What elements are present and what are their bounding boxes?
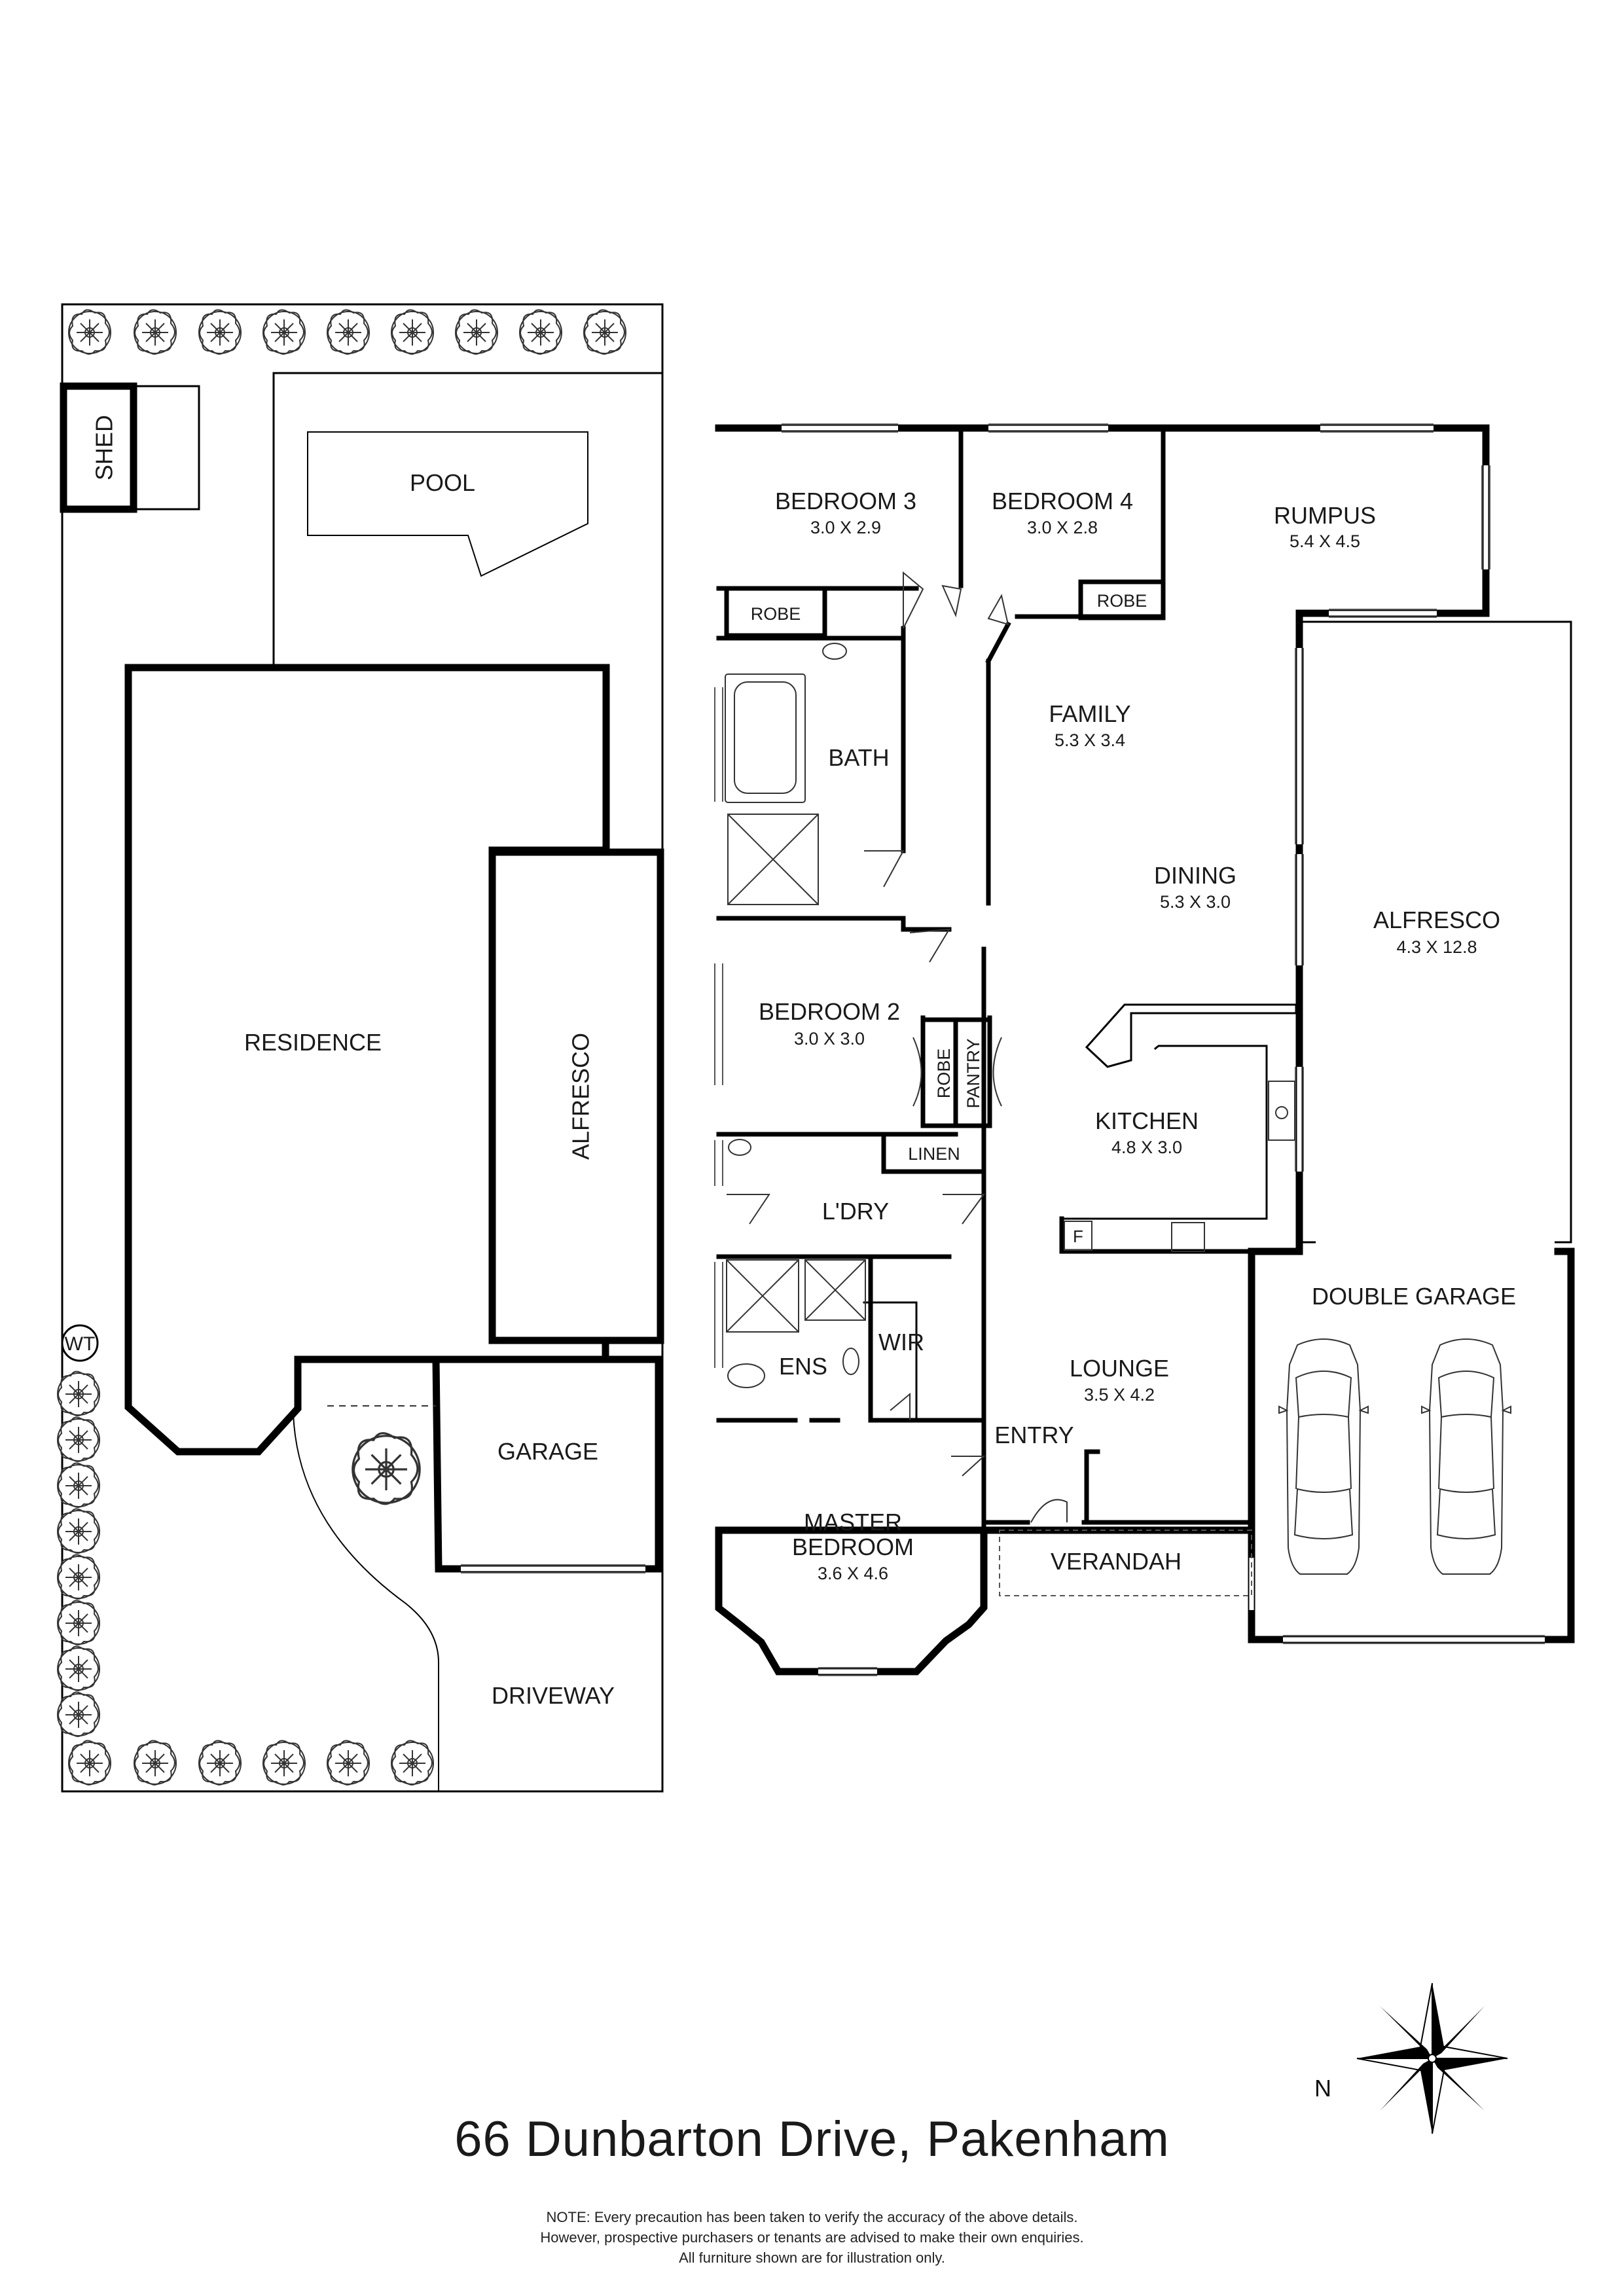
robe-bedroom3-box: [724, 586, 827, 638]
compass-north-label: N: [1314, 2075, 1331, 2102]
ensuite-shower-2-cross: [804, 1259, 866, 1321]
robe-bedroom3-label: ROBE: [751, 604, 801, 624]
kitchen-dims: 4.8 X 3.0: [1111, 1138, 1182, 1157]
master-name-line1: MASTER: [804, 1509, 902, 1535]
bath-shower: [727, 814, 819, 905]
shrub-row-top: [68, 309, 626, 355]
rumpus-name: RUMPUS: [1274, 502, 1376, 529]
rumpus-dims: 5.4 X 4.5: [1290, 531, 1360, 551]
shed-annex: [132, 385, 200, 511]
ensuite-label: ENS: [779, 1353, 827, 1380]
shrub-row-bottom: [68, 1740, 434, 1785]
family-dims: 5.3 X 3.4: [1055, 730, 1125, 750]
alfresco-site-box: [488, 848, 664, 1344]
car-right: [1421, 1338, 1511, 1575]
verandah-outline: [999, 1530, 1252, 1596]
alfresco-dims: 4.3 X 12.8: [1396, 937, 1477, 957]
dining-dims: 5.3 X 3.0: [1160, 892, 1231, 912]
double-garage-outline: [1248, 1247, 1575, 1643]
bedroom4-name: BEDROOM 4: [992, 488, 1133, 514]
compass-icon: [1356, 1982, 1508, 2134]
bedroom4-dims: 3.0 X 2.8: [1027, 518, 1098, 537]
family-name: FAMILY: [1049, 700, 1130, 727]
shrub-column-left: [57, 1371, 100, 1737]
wir-label: WIR: [878, 1329, 924, 1355]
fridge-box: [1064, 1221, 1092, 1251]
bath-shower-cross: [727, 814, 819, 905]
bedroom2-dims: 3.0 X 3.0: [794, 1029, 865, 1049]
garage-site-label: GARAGE: [497, 1438, 598, 1465]
bath-basin: [822, 643, 847, 660]
verandah-label: VERANDAH: [1051, 1548, 1182, 1575]
kitchen-sink-bowl: [1275, 1106, 1288, 1119]
cooktop: [1171, 1222, 1205, 1252]
alfresco-site-label: ALFRESCO: [568, 1033, 594, 1160]
site-plan: SHED POOL RESIDENCE ALFRESCO WT GARAGE D…: [57, 303, 664, 1793]
bedroom3-name: BEDROOM 3: [775, 488, 916, 514]
laundry-tub: [728, 1139, 751, 1156]
alfresco-name: ALFRESCO: [1373, 906, 1500, 933]
pool-yard-fence: [272, 372, 664, 669]
doors: [727, 571, 1068, 1525]
house-floor-plan: ROBE ROBE BATH F: [714, 423, 1575, 1676]
property-address: 66 Dunbarton Drive, Pakenham: [454, 2111, 1170, 2167]
linen-label: LINEN: [908, 1144, 960, 1164]
disclaimer-line: However, prospective purchasers or tenan…: [540, 2229, 1084, 2246]
lounge-name: LOUNGE: [1070, 1355, 1169, 1382]
bathtub: [725, 673, 806, 803]
kitchen-name: KITCHEN: [1095, 1107, 1199, 1134]
pool-label: POOL: [410, 469, 475, 496]
robe-bedroom4-label: ROBE: [1097, 591, 1147, 611]
ensuite-shower-1-cross: [726, 1259, 799, 1333]
car-left: [1278, 1338, 1369, 1575]
garage-site-outline: [432, 1355, 662, 1573]
kitchen-bench: [1060, 1045, 1268, 1220]
driveway-path: [292, 1412, 439, 1792]
robe-bedroom4-box: [1078, 579, 1166, 620]
bedroom3-dims: 3.0 X 2.9: [810, 518, 881, 537]
master-name-line2: BEDROOM: [792, 1534, 914, 1560]
fridge-label: F: [1073, 1227, 1083, 1246]
residence-outline: [124, 664, 610, 1456]
bath-label: BATH: [828, 744, 889, 771]
dining-name: DINING: [1154, 862, 1236, 889]
bedroom2-name: BEDROOM 2: [759, 998, 900, 1025]
disclaimer-line: All furniture shown are for illustration…: [679, 2250, 945, 2266]
bathtub-inner: [734, 681, 797, 794]
disclaimer-line: NOTE: Every precaution has been taken to…: [546, 2209, 1078, 2225]
master-dims: 3.6 X 4.6: [818, 1564, 888, 1583]
driveway-label: DRIVEWAY: [492, 1682, 615, 1709]
ensuite-shower-2: [804, 1259, 866, 1321]
disclaimer-note: NOTE: Every precaution has been taken to…: [0, 2207, 1624, 2268]
kitchen-island: [1085, 1003, 1297, 1068]
ensuite-toilet: [727, 1363, 765, 1388]
lounge-dims: 3.5 X 4.2: [1084, 1385, 1155, 1405]
ensuite-shower-1: [726, 1259, 799, 1333]
ensuite-basin: [842, 1348, 859, 1375]
shed-label: SHED: [91, 415, 118, 480]
garden-shrub: [352, 1432, 421, 1505]
kitchen-sink: [1268, 1081, 1295, 1141]
double-garage-label: DOUBLE GARAGE: [1312, 1283, 1516, 1310]
top-windows: [714, 423, 1490, 1676]
water-tank: [61, 1324, 99, 1362]
pool-outline: [307, 431, 588, 577]
pantry-label: PANTRY: [964, 1038, 983, 1108]
water-tank-label: WT: [65, 1333, 96, 1355]
robe-bedroom2-label: ROBE: [934, 1049, 954, 1099]
residence-label: RESIDENCE: [244, 1029, 382, 1056]
entry-label: ENTRY: [994, 1422, 1074, 1448]
laundry-label: L'DRY: [822, 1198, 889, 1225]
